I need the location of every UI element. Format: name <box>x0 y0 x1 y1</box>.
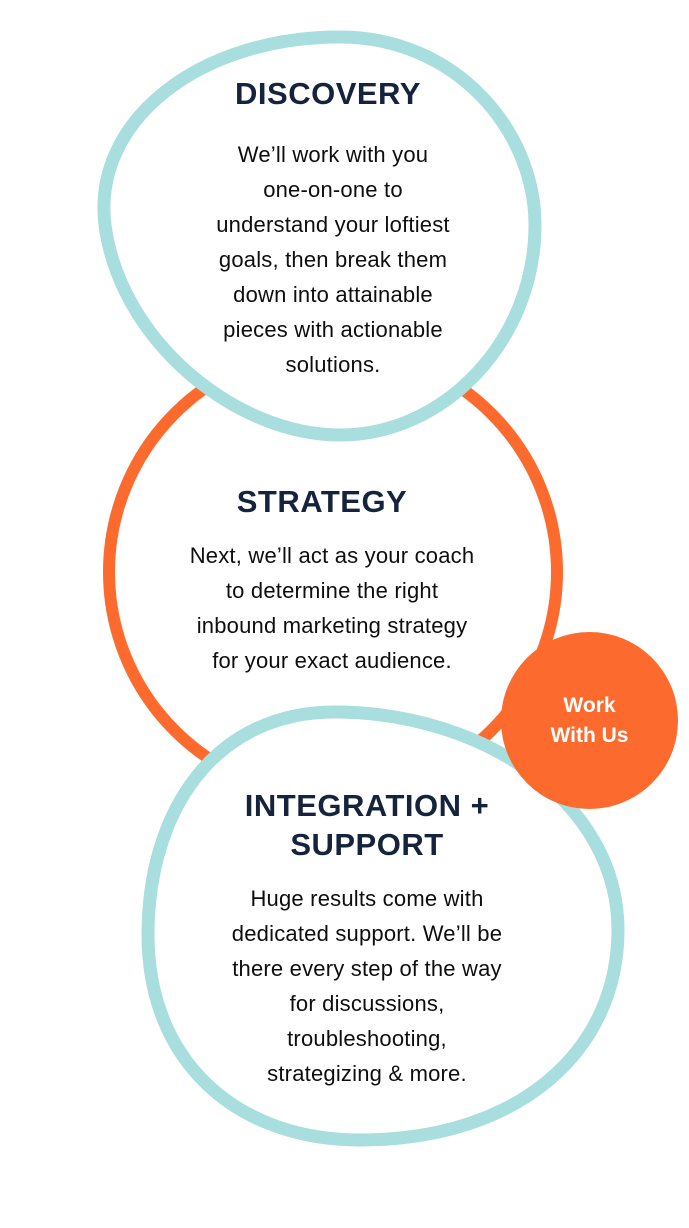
cta-label: Work With Us <box>551 691 629 751</box>
work-with-us-button[interactable]: Work With Us <box>501 632 678 809</box>
strategy-title: STRATEGY <box>120 482 524 521</box>
integration-description: Huge results come with dedicated support… <box>180 881 554 1091</box>
integration-step: INTEGRATION + SUPPORT Huge results come … <box>180 786 554 1091</box>
integration-text-line: strategizing & more. <box>267 1061 467 1086</box>
integration-text-line: there every step of the way <box>232 956 502 981</box>
discovery-text-line: solutions. <box>285 352 381 377</box>
strategy-text-line: Next, we’ll act as your coach <box>189 543 475 568</box>
strategy-text-line: to determine the right <box>225 578 439 603</box>
discovery-text-line: We’ll work with you <box>237 142 429 167</box>
strategy-description: Next, we’ll act as your coach to determi… <box>140 538 524 678</box>
integration-text-line: dedicated support. We’ll be <box>231 921 503 946</box>
strategy-step: STRATEGY Next, we’ll act as your coach t… <box>140 482 524 678</box>
integration-text-line: troubleshooting, <box>287 1026 447 1051</box>
discovery-text-line: pieces with actionable <box>223 317 443 342</box>
integration-title-line: INTEGRATION + <box>244 788 490 823</box>
discovery-step: DISCOVERY We’ll work with you one-on-one… <box>178 74 488 382</box>
discovery-description: We’ll work with you one-on-one to unders… <box>178 137 488 382</box>
strategy-title-line: STRATEGY <box>236 484 408 519</box>
integration-text-line: Huge results come with <box>250 886 484 911</box>
integration-title: INTEGRATION + SUPPORT <box>180 786 554 864</box>
discovery-blob <box>97 30 542 442</box>
discovery-text-line: goals, then break them <box>218 247 448 272</box>
integration-blob <box>141 705 625 1147</box>
discovery-title-line: DISCOVERY <box>235 76 421 111</box>
discovery-title: DISCOVERY <box>168 74 488 113</box>
discovery-text-line: understand your loftiest <box>216 212 450 237</box>
discovery-text-line: down into attainable <box>233 282 433 307</box>
integration-title-line: SUPPORT <box>290 827 444 862</box>
strategy-text-line: inbound marketing strategy <box>196 613 468 638</box>
discovery-text-line: one-on-one to <box>263 177 403 202</box>
integration-text-line: for discussions, <box>289 991 445 1016</box>
cta-label-line: Work <box>563 693 616 717</box>
strategy-text-line: for your exact audience. <box>212 648 452 673</box>
cta-label-line: With Us <box>550 723 629 747</box>
